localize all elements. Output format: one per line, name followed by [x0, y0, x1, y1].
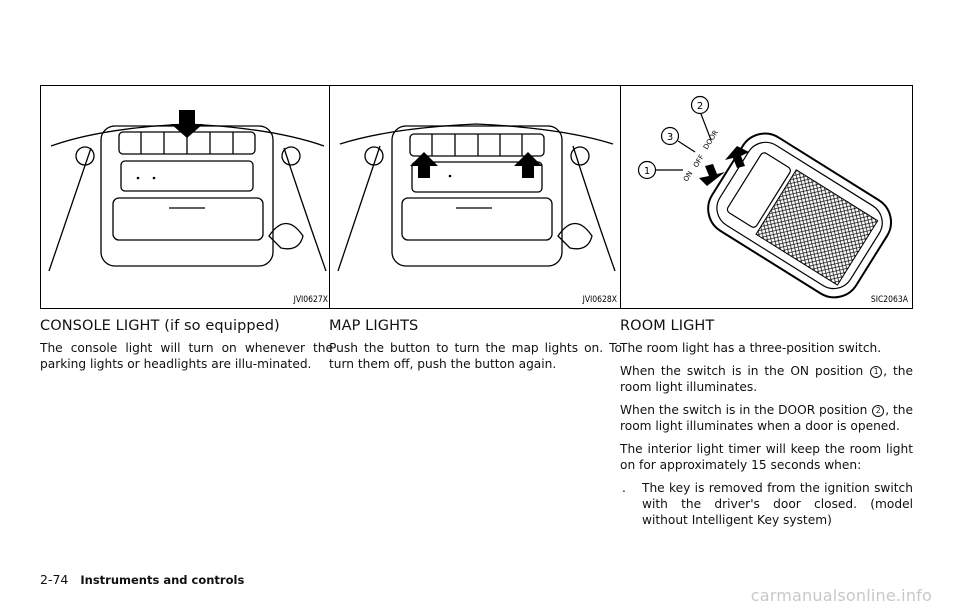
text-fragment: When the switch is in the DOOR position: [620, 403, 872, 417]
bullet-text: The key is removed from the ignition swi…: [642, 481, 913, 527]
body-paragraph: The room light has a three-position swit…: [620, 341, 882, 355]
watermark: carmanualsonline.info: [750, 586, 932, 605]
map-lights-illustration: [337, 123, 616, 272]
switch-label-off: OFF: [692, 153, 706, 169]
callout-ref-1: 1: [870, 366, 883, 378]
callout-2: 2: [697, 101, 703, 112]
callout-ref-2: 2: [872, 405, 885, 417]
body-paragraph: The console light will turn on whenever …: [40, 341, 333, 371]
text-fragment: , the room light illuminates.: [620, 364, 913, 394]
figure-code: JVI0627X: [293, 295, 328, 305]
callout-1: 1: [644, 166, 650, 177]
bullet-symbol: .: [622, 481, 626, 495]
body-paragraph: The interior light timer will keep the r…: [620, 442, 913, 472]
console-light-illustration: [48, 110, 327, 272]
page-footer: 2-74 Instruments and controls: [40, 572, 244, 587]
column-map-lights: JVI0628X MAP LIGHTS Push the button to t…: [329, 85, 622, 379]
figure-map-lights: JVI0628X: [329, 85, 622, 309]
column-console-light: JVI0627X CONSOLE LIGHT (if so equipped) …: [40, 85, 333, 379]
text-fragment: When the switch is in the ON position: [620, 364, 870, 378]
figure-code: SIC2063A: [870, 295, 908, 305]
figure-code: JVI0628X: [582, 295, 617, 305]
body-paragraph: Push the button to turn the map lights o…: [329, 341, 622, 371]
column-room-light: ON OFF DOOR 1 2 3 SIC2063A ROOM LIGHT Th…: [620, 85, 913, 528]
section-heading: ROOM LIGHT: [620, 318, 715, 334]
figure-room-light: ON OFF DOOR 1 2 3 SIC2063A: [620, 85, 913, 309]
room-light-illustration: ON OFF DOOR 1 2 3: [637, 95, 892, 299]
body-paragraph-door: When the switch is in the DOOR position …: [620, 402, 913, 434]
bullet-item: . The key is removed from the ignition s…: [620, 480, 913, 528]
section-heading: MAP LIGHTS: [329, 318, 419, 334]
text-fragment: , the room light illuminates when a door…: [620, 403, 914, 433]
figure-console-light: JVI0627X: [40, 85, 333, 309]
page-number: 2-74: [40, 572, 69, 587]
body-paragraph-on: When the switch is in the ON position 1,…: [620, 363, 913, 395]
section-heading: CONSOLE LIGHT (if so equipped): [40, 318, 280, 334]
switch-label-on: ON: [682, 170, 694, 183]
callout-3: 3: [667, 132, 673, 143]
section-title: Instruments and controls: [80, 573, 245, 587]
